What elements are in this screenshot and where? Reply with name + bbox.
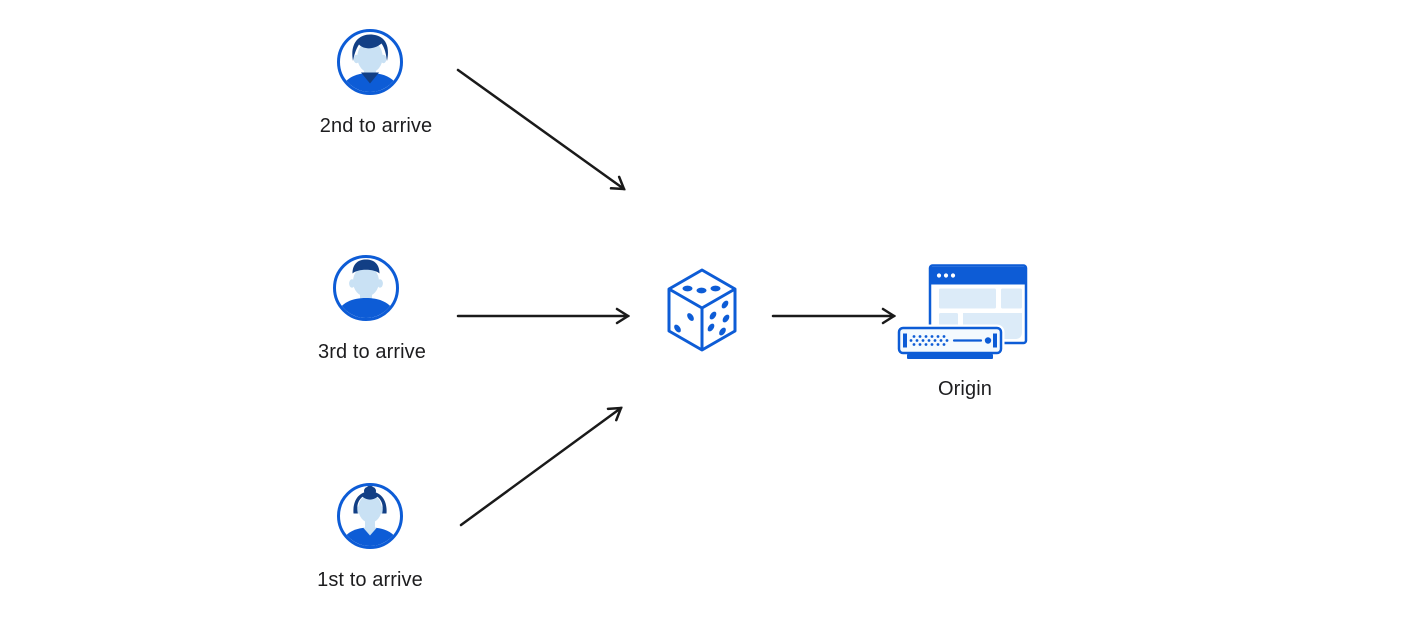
client-node-2nd-to-arrive [336,28,404,96]
man-swept-hair-avatar-icon [337,29,403,95]
dice-icon [667,268,737,352]
client-label-2nd-to-arrive: 2nd to arrive [319,115,433,137]
dice-node [666,267,738,353]
client-label-3rd-to-arrive: 3rd to arrive [317,341,426,363]
browser-window-and-server-icon [897,264,1028,361]
origin-label: Origin [938,378,992,400]
client-node-1st-to-arrive [336,482,404,550]
arrow-client2-to-dice [456,68,624,189]
man-short-hair-avatar-icon [333,255,399,321]
client-node-3rd-to-arrive [332,254,400,322]
client-label-1st-to-arrive: 1st to arrive [317,569,423,591]
arrow-client1-to-dice [459,408,621,527]
woman-bun-hair-avatar-icon [337,483,403,549]
origin-node [897,264,1031,364]
server-icon [897,324,1005,361]
